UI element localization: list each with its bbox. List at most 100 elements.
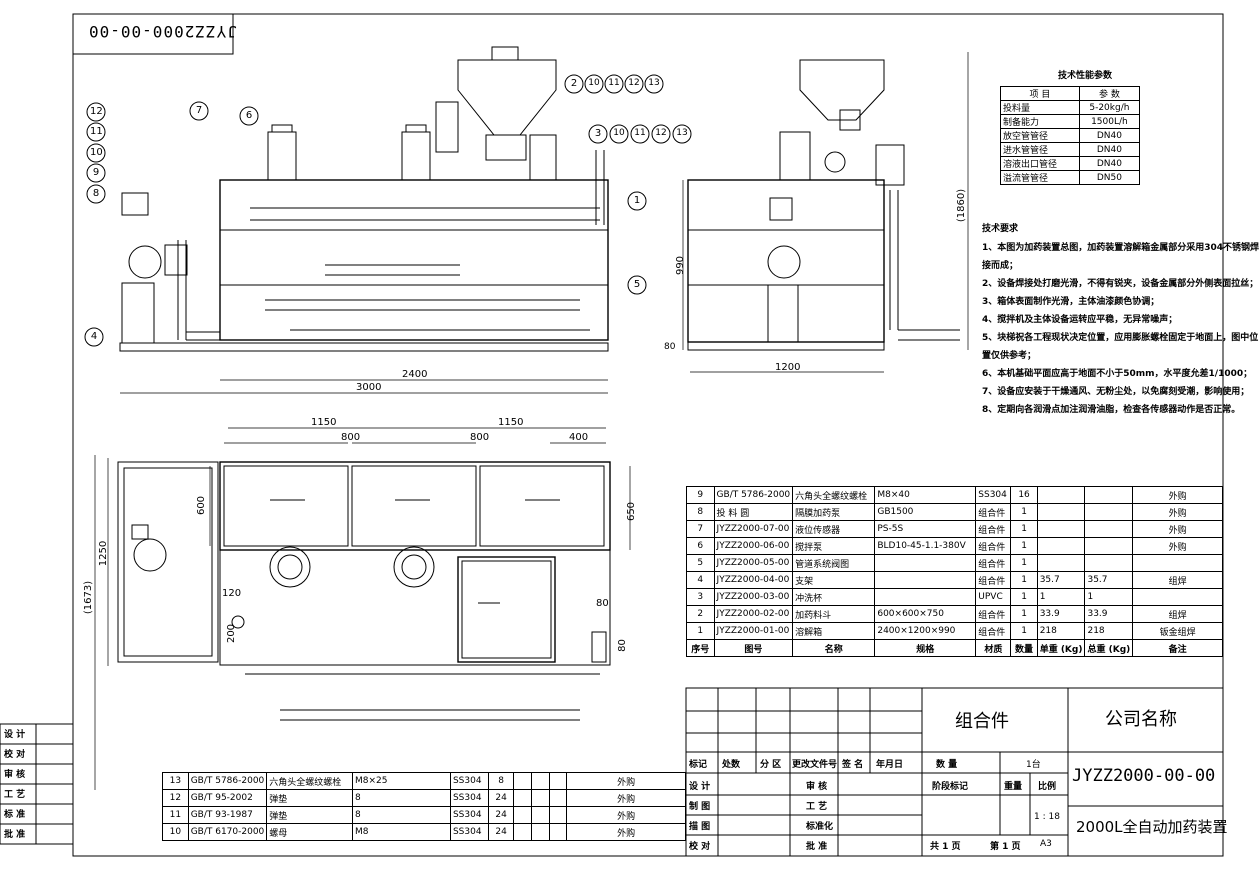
bottom-bom-cell: 弹垫 (266, 806, 353, 824)
bom-header-cell: 总重 (Kg) (1084, 639, 1134, 657)
tech-header-value: 参 数 (1078, 86, 1141, 101)
bottom-bom-cell: GB/T 93-1987 (187, 806, 268, 824)
bom-cell: 1 (1010, 503, 1038, 521)
balloon-10: 10 (90, 147, 103, 158)
front-view (119, 46, 609, 352)
tech-row-2-value: 1500L/h (1078, 114, 1141, 129)
tech-row-4-value: DN40 (1078, 142, 1141, 157)
req-line-1: 1、本图为加药装置总图，加药装置溶解箱金属部分采用304不锈钢焊 (982, 243, 1259, 253)
bom-cell: 8 (686, 503, 715, 521)
bom-cell (874, 571, 977, 589)
left-block-review: 审 核 (4, 770, 26, 780)
dim-650: 650 (626, 501, 638, 522)
bom-header-cell: 规格 (874, 639, 977, 657)
dim-990: 990 (675, 255, 687, 276)
bottom-bom-cell: 8 (352, 806, 451, 824)
bom-cell: 33.9 (1084, 605, 1134, 623)
balloon-3-11: 11 (634, 128, 646, 138)
dim-800-b: 800 (470, 432, 490, 443)
bom-header-cell: 图号 (713, 639, 794, 657)
rev-sign: 签 名 (842, 760, 864, 770)
bom-cell: 液位传感器 (792, 520, 876, 538)
sheet-format: A3 (1040, 839, 1052, 849)
rev-mark: 标记 (689, 760, 708, 770)
bom-cell: 组合件 (975, 503, 1012, 521)
bottom-bom-cell: 24 (487, 789, 515, 807)
bottom-bom-cell: SS304 (449, 806, 489, 824)
bom-cell: 4 (686, 571, 715, 589)
balloon-7: 7 (195, 105, 203, 116)
bom-cell: 组焊 (1132, 605, 1223, 623)
balloon-3-10: 10 (613, 128, 625, 138)
bom-cell: 支架 (792, 571, 876, 589)
bom-header-cell: 序号 (686, 639, 715, 657)
bom-cell: 组合件 (975, 571, 1012, 589)
tech-row-6-name: 溢流管管径 (1000, 170, 1080, 185)
balloon-2-11: 11 (608, 78, 620, 88)
bom-cell: 外购 (1132, 486, 1223, 504)
code-box (72, 13, 234, 55)
tech-params-title: 技术性能参数 (1058, 71, 1113, 81)
stage-label: 阶段标记 (932, 782, 969, 792)
req-line-3: 2、设备焊接处打磨光滑，不得有锐夹，设备金属部分外侧表面拉丝； (982, 279, 1259, 289)
qty-label: 数 量 (936, 760, 958, 770)
bom-cell: JYZZ2000-06-00 (713, 537, 794, 555)
bottom-bom-cell: SS304 (449, 823, 489, 841)
tech-row-1-value: 5-20kg/h (1078, 100, 1141, 115)
bottom-bom-cell: M8×25 (352, 772, 451, 790)
bom-cell: 冲洗杯 (792, 588, 876, 606)
bottom-bom-cell: 外购 (566, 806, 686, 824)
req-line-2: 接而成； (982, 261, 1019, 271)
bom-cell: 组合件 (975, 554, 1012, 572)
bom-header-cell: 备注 (1132, 639, 1223, 657)
dim-80: 80 (664, 342, 676, 352)
bom-cell (1132, 554, 1223, 572)
bom-header-cell: 材质 (975, 639, 1012, 657)
dim-2400: 2400 (402, 369, 428, 380)
tech-row-3-name: 放空管管径 (1000, 128, 1080, 143)
cad-drawing (0, 13, 1224, 857)
req-line-10: 8、定期向各润滑点加注润滑油脂，检查各传感器动作是否正常。 (982, 405, 1241, 415)
sheet-number: 第 1 页 (990, 842, 1021, 852)
bottom-bom-cell: 24 (487, 823, 515, 841)
scale-value: 1 : 18 (1034, 812, 1060, 822)
balloon-1: 1 (633, 195, 641, 206)
bom-cell: 投 料 圆 (713, 503, 794, 521)
scale-label: 比例 (1038, 782, 1057, 792)
bom-cell: JYZZ2000-05-00 (713, 554, 794, 572)
bom-cell: GB1500 (874, 503, 977, 521)
bom-cell: 7 (686, 520, 715, 538)
rotated-drawing-code: JYZZ2000-00-00 (88, 22, 237, 41)
bom-cell: 1 (1084, 588, 1134, 606)
bom-cell: 加药料斗 (792, 605, 876, 623)
bom-cell: 钣金组焊 (1132, 622, 1223, 640)
title-block-frame (685, 687, 1224, 857)
bom-cell: 6 (686, 537, 715, 555)
bom-cell: JYZZ2000-07-00 (713, 520, 794, 538)
balloon-3: 3 (594, 128, 602, 139)
bottom-bom-cell: 11 (162, 806, 189, 824)
bottom-bom-cell: 螺母 (266, 823, 353, 841)
bom-cell: 2 (686, 605, 715, 623)
bom-cell (1084, 520, 1134, 538)
dim-1673: (1673) (83, 580, 95, 615)
balloon-2-12: 12 (628, 78, 640, 88)
bom-cell: JYZZ2000-04-00 (713, 571, 794, 589)
dim-1150-b: 1150 (498, 417, 524, 428)
bom-cell (1084, 503, 1134, 521)
tech-header-item: 项 目 (1000, 86, 1080, 101)
dim-1200: 1200 (775, 362, 801, 373)
balloon-5: 5 (633, 279, 641, 290)
dim-1150-a: 1150 (311, 417, 337, 428)
bom-cell: 16 (1010, 486, 1038, 504)
title-code: JYZZ2000-00-00 (1072, 766, 1216, 786)
bom-cell (1036, 520, 1086, 538)
dim-120: 120 (222, 588, 242, 599)
dim-400: 400 (569, 432, 589, 443)
bom-cell (874, 554, 977, 572)
